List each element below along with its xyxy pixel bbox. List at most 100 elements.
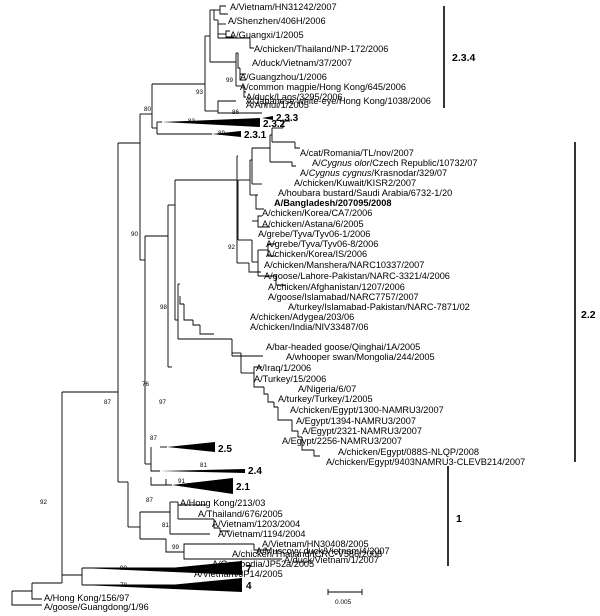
clade-label-2-1: 2.1 [236, 482, 250, 493]
bootstrap-value: 92 [228, 244, 235, 251]
bootstrap-value: 97 [159, 399, 166, 406]
taxon-label: A/houbara bustard/Saudi Arabia/6732-1/20 [278, 188, 452, 198]
taxon-label: A/Japanese white-eye/Hong Kong/1038/2006 [246, 96, 431, 106]
taxon-label: A/chicken/Afghanistan/1207/2006 [268, 282, 405, 292]
tree-branches [11, 5, 320, 606]
clade-label-4: 4 [246, 581, 252, 592]
taxon-label: A/Vietnam/HN30408/2005 [262, 539, 369, 549]
bootstrap-value: 90 [120, 565, 127, 572]
taxon-label: A/chicken/Egypt/088S-NLQP/2008 [338, 447, 479, 457]
taxon-label: A/Cygnus cygnus/Krasnodar/329/07 [300, 168, 447, 178]
taxon-label: A/grebe/Tyva/Tyv06-8/2006 [266, 239, 378, 249]
taxon-label: A/chicken/Manshera/NARC10337/2007 [264, 260, 424, 270]
taxon-label: A/bar-headed goose/Qinghai/1A/2005 [266, 342, 420, 352]
triangle-7 [82, 561, 242, 575]
bootstrap-value: 87 [146, 497, 153, 504]
taxon-label: A/chicken/Egypt/9403NAMRU3-CLEVB214/2007 [326, 457, 525, 467]
taxon-label: A/turkey/Islamabad-Pakistan/NARC-7871/02 [288, 302, 470, 312]
taxon-label-suffix: /Czech Republic/10732/07 [370, 158, 478, 168]
bootstrap-value: 87 [104, 399, 111, 406]
taxon-label: A/Egypt/2256-NAMRU3/2007 [282, 436, 402, 446]
bootstrap-value: 87 [150, 435, 157, 442]
taxon-label: A/Turkey/15/2006 [254, 374, 326, 384]
taxon-label: A/Hong Kong/156/97 [44, 593, 129, 603]
clade-label-2-3-1: 2.3.1 [244, 130, 267, 141]
taxon-label: A/Anhui/1/2005 [246, 100, 309, 110]
taxon-label: A/duck/Vietnam/37/2007 [252, 58, 352, 68]
taxon-label: A/chicken/Adygea/203/06 [250, 312, 354, 322]
taxon-label: A/chicken/Kuwait/KISR2/2007 [294, 178, 416, 188]
taxon-label: A/Vietnam/1194/2004 [218, 529, 306, 539]
taxon-label: A/turkey/Turkey/1/2005 [278, 394, 373, 404]
taxon-label: A/goose/Lahore-Pakistan/NARC-3321/4/2006 [264, 271, 450, 281]
taxon-label: A/goose/Islamabad/NARC7757/2007 [268, 292, 419, 302]
triangle-2-3-1 [212, 131, 241, 137]
taxon-label: A/grebe/Tyva/Tyv06-1/2006 [258, 229, 370, 239]
group-labels: 2.3.4 2.2 1 [452, 52, 596, 525]
group-label-1: 1 [456, 513, 462, 525]
taxon-label: A/Egypt/1394-NAMRU3/2007 [296, 416, 416, 426]
clade-label-7: 7 [246, 564, 252, 575]
taxon-label: A/Cygnus olor/Czech Republic/10732/07 [312, 158, 478, 168]
bootstrap-value: 83 [188, 118, 195, 125]
taxon-label-prefix: A/ [312, 158, 321, 168]
taxon-label-species: Cygnus olor [321, 158, 371, 168]
bootstrap-value: 81 [200, 462, 207, 469]
taxon-label: A/Hong Kong/213/03 [180, 498, 265, 508]
triangle-2-3-3 [262, 116, 273, 120]
triangle-2-4 [160, 469, 245, 473]
clade-label-2-3-3: 2.3.3 [276, 113, 299, 124]
group-label-2-2: 2.2 [581, 309, 596, 321]
clade-label-2-3-2: 2.3.2 [263, 119, 286, 130]
taxon-label: A/duck/Laos/3295/2006 [246, 92, 343, 102]
bootstrap-value: 80 [144, 106, 151, 113]
taxon-label-species: Cygnus cygnus [309, 168, 372, 178]
bootstrap-value: 91 [178, 478, 185, 485]
taxon-label: A/Guangxi/1/2005 [230, 30, 304, 40]
clade-label-2-4: 2.4 [248, 466, 262, 477]
taxon-label: A/Muscovy duck/Vietnam/4/2007 [256, 546, 390, 556]
taxon-label: A/Nigeria/6/07 [298, 384, 356, 394]
bootstrap-value: 92 [40, 499, 47, 506]
taxon-label: A/chicken/Korea/IS/2006 [266, 249, 367, 259]
triangle-2-5 [167, 442, 215, 452]
group-label-2-3-4: 2.3.4 [452, 52, 476, 64]
bootstrap-value: 76 [142, 381, 149, 388]
bootstrap-value: 93 [196, 89, 203, 96]
collapsed-clades [82, 116, 273, 592]
taxon-label-suffix: /Krasnodar/329/07 [372, 168, 448, 178]
bootstrap-value: 90 [131, 231, 138, 238]
bootstrap-value: 99 [172, 544, 179, 551]
taxon-label: A/Vietnam/JP14/2005 [194, 569, 283, 579]
taxon-label-highlighted: A/Bangladesh/207095/2008 [274, 198, 391, 208]
triangle-2-1 [172, 478, 233, 494]
taxon-label: A/chicken/Thailand/NP-172/2006 [254, 44, 388, 54]
bootstrap-value: 86 [232, 109, 239, 116]
taxon-label: A/Iraq/1/2006 [256, 363, 311, 373]
taxon-label: A/Cambodia/JP52a/2005 [212, 559, 314, 569]
taxon-label: A/Vietnam/HN31242/2007 [230, 2, 337, 12]
triangle-2-3-2 [162, 118, 260, 127]
taxon-label: A/Vietnam/1203/2004 [212, 519, 300, 529]
taxon-label: A/chicken/Astana/6/2005 [262, 219, 364, 229]
taxon-label: A/common magpie/Hong Kong/645/2006 [240, 82, 406, 92]
bootstrap-value: 98 [160, 304, 167, 311]
clade-label-2-5: 2.5 [218, 444, 232, 455]
taxon-label: A/chicken/Egypt/1300-NAMRU3/2007 [290, 405, 444, 415]
bootstrap-value: 99 [226, 77, 233, 84]
taxon-label: A/Thailand/676/2005 [198, 509, 283, 519]
taxon-label: A/chicken/Korea/CA7/2006 [262, 208, 372, 218]
taxon-label: A/chicken/Thailand/ICRC-V586/2008 [232, 549, 382, 559]
group-brackets [443, 6, 576, 566]
triangle-4 [82, 578, 242, 592]
taxon-label: A/chicken/India/NIV33487/06 [250, 322, 369, 332]
taxon-label: A/whooper swan/Mongolia/244/2005 [286, 352, 435, 362]
taxon-label: A/Shenzhen/406H/2006 [228, 16, 326, 26]
taxon-label: A/Egypt/2321-NAMRU3/2007 [302, 426, 422, 436]
bootstrap-values: 99 93 86 80 83 89 92 98 90 97 76 87 81 9… [40, 77, 239, 589]
bootstrap-value: 81 [162, 522, 169, 529]
bootstrap-value: 78 [120, 582, 127, 589]
scale-bar-label: 0.005 [335, 599, 352, 606]
taxon-labels: A/Vietnam/HN31242/2007 A/Shenzhen/406H/2… [44, 2, 525, 612]
